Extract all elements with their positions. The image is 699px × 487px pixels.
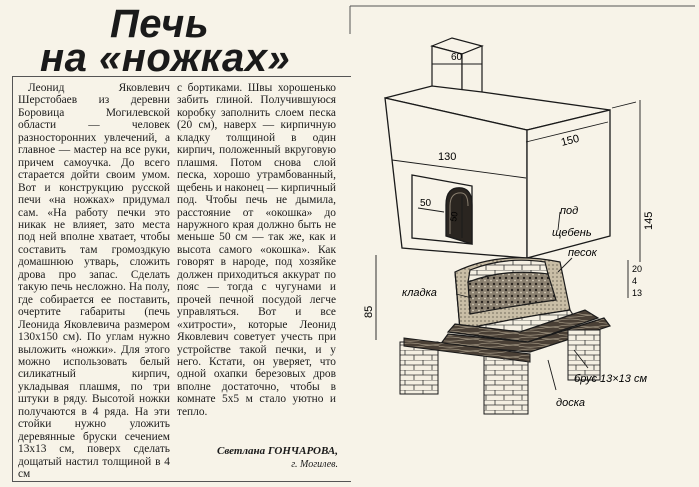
article-column-2: с бортиками. Швы хорошенько забить глино… [177, 82, 336, 418]
dim-layer-13: 13 [632, 288, 642, 298]
author-name: Светлана ГОНЧАРОВА, [217, 445, 338, 457]
stove-window [411, 174, 473, 245]
stove-legs [399, 329, 601, 415]
dimension-lines [375, 58, 641, 391]
leg-back-right [567, 329, 601, 381]
column-1-text: Леонид Яковлевич Шерстобаев из деревни Б… [18, 82, 170, 481]
beam [403, 337, 531, 363]
dim-window-height: 50 [448, 211, 460, 223]
title-line-1: Печь [110, 2, 210, 46]
dim-chimney: 60 [451, 52, 463, 63]
dim-width: 130 [438, 151, 456, 163]
label-pesok: песок [568, 247, 598, 259]
leg-front-right [483, 355, 529, 415]
leg-front-left [399, 341, 439, 395]
column-2-text: с бортиками. Швы хорошенько забить глино… [177, 82, 336, 418]
author-city: г. Могилев. [291, 459, 338, 470]
label-doska: доска [556, 397, 585, 409]
dim-layer-20: 20 [632, 264, 642, 274]
label-pod: под [560, 205, 578, 217]
article-frame [12, 76, 351, 482]
cutaway-layers [438, 257, 611, 353]
label-scheben: щебень [552, 227, 592, 239]
title-line-2: на «ножках» [40, 36, 291, 80]
dim-base-height: 85 [363, 306, 375, 318]
dim-layer-4: 4 [632, 276, 637, 286]
author-signature: Светлана ГОНЧАРОВА, г. Могилев. [200, 445, 338, 471]
article-column-1: Леонид Яковлевич Шерстобаев из деревни Б… [18, 82, 170, 481]
dim-total-height: 145 [643, 212, 655, 230]
label-kladka: кладка [402, 287, 437, 299]
dim-window-width: 50 [420, 198, 432, 209]
label-brus: брус 13×13 см [574, 373, 647, 385]
dim-depth: 150 [560, 133, 581, 149]
